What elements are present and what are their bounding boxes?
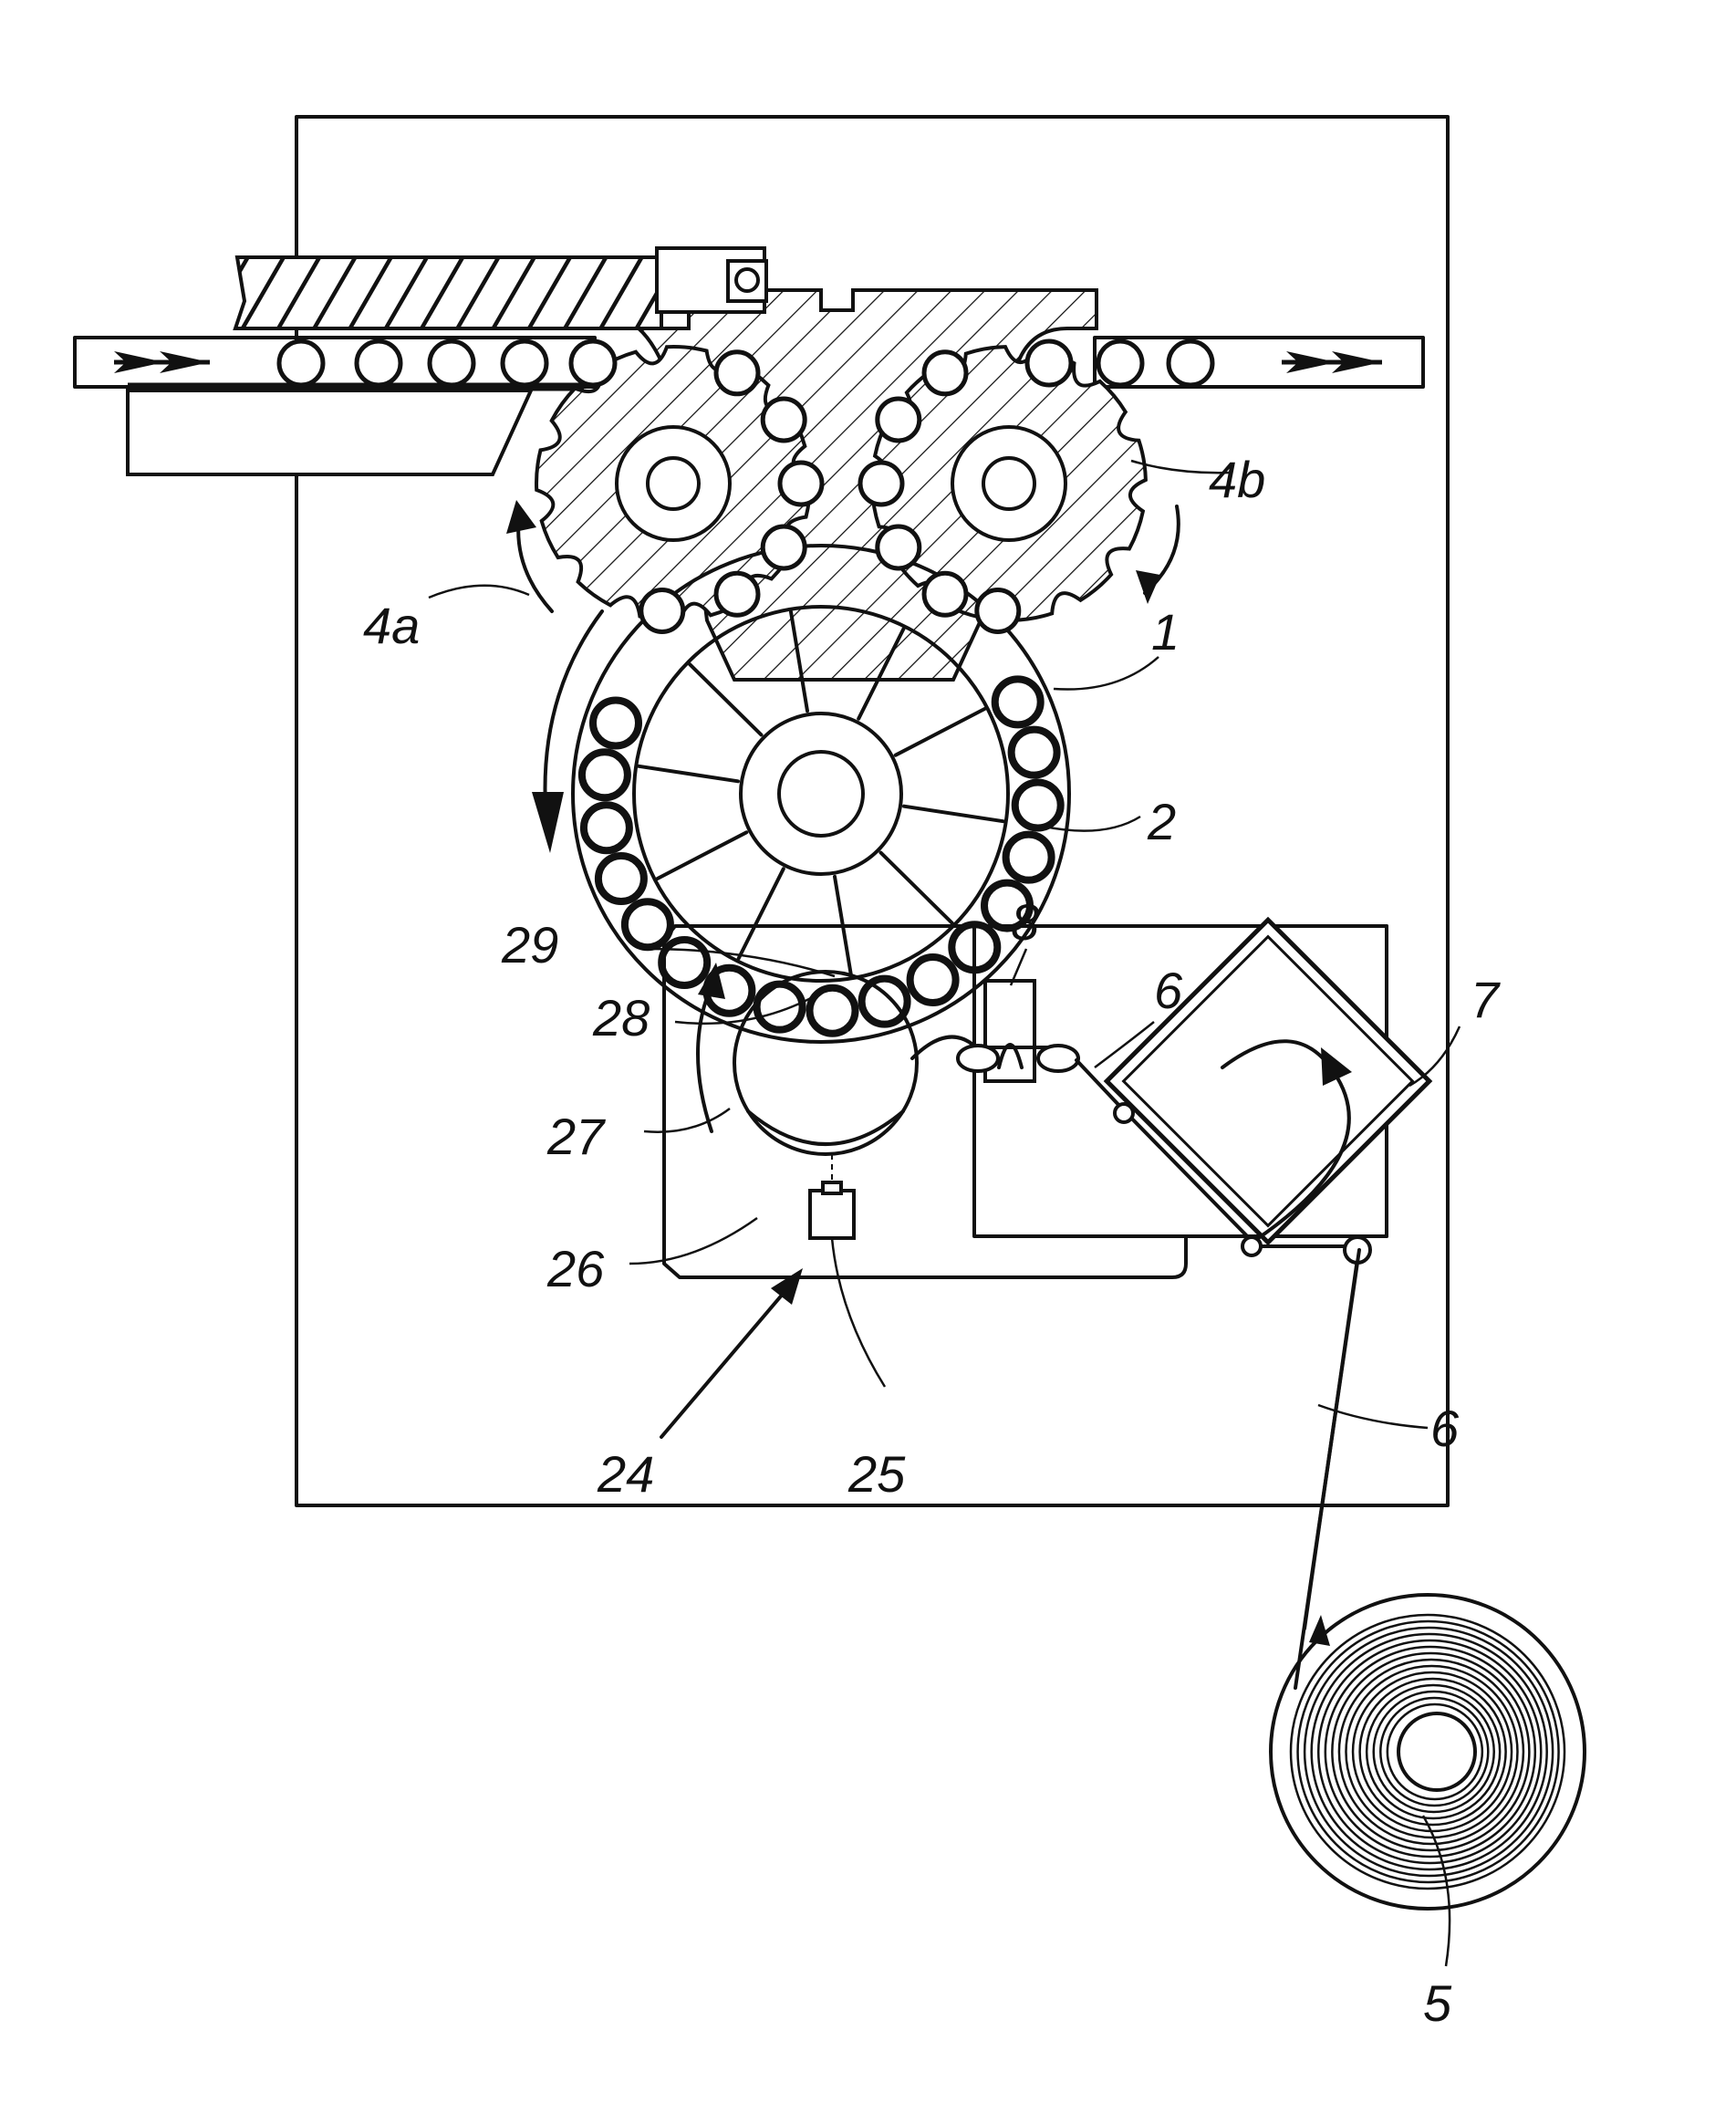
screw-drive-shaft [736, 269, 758, 291]
container-on-plate [757, 984, 803, 1030]
container [357, 341, 400, 385]
container-on-plate [910, 957, 956, 1003]
label-6-lower: 6 [1430, 1400, 1460, 1457]
label-8: 8 [1011, 893, 1039, 951]
container-on-plate [862, 979, 908, 1025]
container [430, 341, 473, 385]
sensor-25-cap [823, 1182, 841, 1193]
carousel-rotation-arrowhead [532, 792, 564, 853]
container [878, 399, 920, 441]
container [716, 573, 758, 615]
label-25: 25 [847, 1445, 906, 1503]
container-on-plate [1012, 730, 1057, 776]
carousel-spoke [881, 853, 952, 923]
label-24: 24 [597, 1445, 654, 1503]
leader-4a [429, 586, 529, 598]
sensor-25 [810, 1191, 854, 1238]
leader-24-arrowhead [771, 1268, 803, 1305]
infeed-screw [235, 257, 661, 328]
carousel-spoke [739, 869, 784, 958]
infeed-arrow [114, 351, 210, 373]
star-wheel-4b-bore [983, 458, 1034, 509]
container-on-plate [1006, 835, 1052, 880]
container [763, 526, 805, 568]
leader-25 [832, 1238, 885, 1387]
cutter-roller-right [1038, 1046, 1078, 1071]
label-1: 1 [1151, 603, 1180, 661]
container [571, 341, 615, 385]
leader-24-arrow [661, 1286, 789, 1437]
leader-1 [1054, 657, 1159, 690]
label-28: 28 [592, 989, 650, 1046]
container-on-plate [661, 940, 707, 985]
leader-26 [629, 1218, 757, 1264]
label-4a: 4a [363, 597, 420, 654]
star-wheel-4b-rotation-arrowhead [1136, 570, 1160, 604]
carousel-spoke [658, 832, 747, 879]
reel-feed-line [1295, 1250, 1359, 1688]
container [763, 399, 805, 441]
container [279, 341, 323, 385]
label-26: 26 [546, 1240, 605, 1297]
container [924, 573, 966, 615]
carousel-spoke [904, 807, 1003, 822]
container [503, 341, 546, 385]
container [878, 526, 920, 568]
cutter-roller-left [958, 1046, 998, 1071]
star-wheel-4a-rotation-arrowhead [506, 500, 536, 534]
container [924, 352, 966, 394]
container-on-plate [593, 701, 639, 746]
star-wheel-4a-bore [648, 458, 699, 509]
carousel-hub-bore [779, 752, 863, 836]
container [1098, 341, 1142, 385]
label-27: 27 [546, 1108, 606, 1165]
outfeed-arrow [1282, 351, 1382, 373]
label-7: 7 [1471, 971, 1501, 1028]
container [977, 590, 1019, 632]
container [716, 352, 758, 394]
carousel-spoke [639, 766, 738, 782]
container-on-plate [995, 679, 1041, 724]
container-on-plate [582, 752, 628, 797]
label-29: 29 [501, 916, 558, 974]
reel-core [1398, 1713, 1475, 1790]
label-5: 5 [1423, 1974, 1452, 2032]
carousel-spoke [896, 709, 985, 755]
drum-surface-arc [748, 1111, 903, 1144]
infeed-support-plate [128, 390, 531, 474]
leader-27 [644, 1109, 730, 1132]
container [641, 590, 683, 632]
container-on-plate [1015, 783, 1061, 828]
container-on-plate [598, 856, 644, 901]
label-2: 2 [1147, 793, 1176, 850]
container [1169, 341, 1212, 385]
label-4b: 4b [1209, 451, 1265, 508]
container [1027, 341, 1071, 385]
container [860, 463, 902, 505]
container-on-plate [584, 805, 629, 850]
label-6-upper: 6 [1154, 962, 1183, 1019]
container [780, 463, 822, 505]
